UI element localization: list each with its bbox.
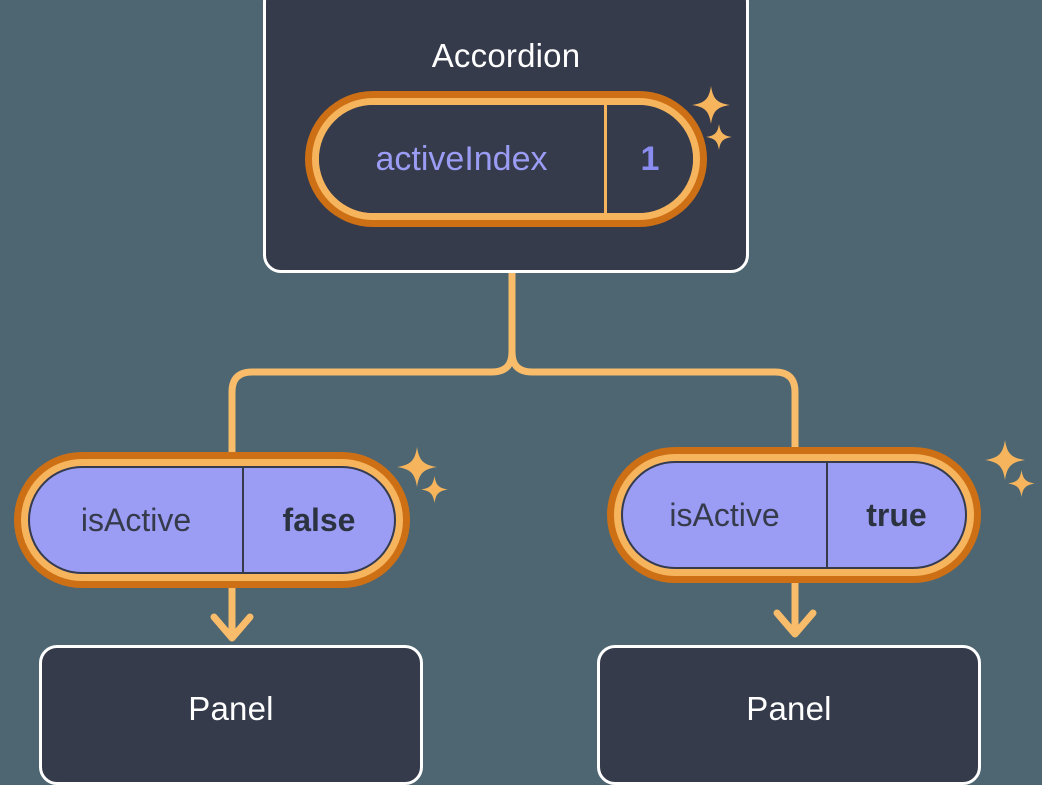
- state-key-is-active-left: isActive: [80, 501, 192, 538]
- state-value-is-active-left: false: [242, 468, 394, 572]
- sparkle-star-icon: [421, 476, 448, 503]
- state-pill-inner: isActive true: [621, 461, 967, 569]
- sparkle-star-icon: [1008, 470, 1035, 497]
- panel-component-card-right[interactable]: Panel: [597, 645, 981, 785]
- state-value-is-active-right: true: [826, 463, 965, 567]
- connector-branch-left: [228, 348, 516, 463]
- sparkle-star-icon: [985, 440, 1025, 480]
- panel-component-title-left: Panel: [188, 690, 274, 727]
- panel-component-card-left[interactable]: Panel: [39, 645, 423, 785]
- state-pill-active-index[interactable]: activeIndex 1: [312, 98, 700, 220]
- connector-arrow-left-head: [210, 613, 254, 642]
- state-key-is-active-right: isActive: [669, 496, 780, 533]
- state-value-active-index: 1: [640, 139, 660, 178]
- state-pill-is-active-true[interactable]: isActive true: [614, 454, 974, 576]
- state-pill-is-active-false[interactable]: isActive false: [21, 459, 403, 581]
- connector-arrow-right-head: [773, 609, 817, 638]
- panel-component-title-right: Panel: [746, 690, 832, 727]
- accordion-component-title: Accordion: [431, 37, 581, 74]
- connector-branch-right: [508, 348, 799, 460]
- state-pill-inner: isActive false: [28, 466, 396, 574]
- state-key-active-index: activeIndex: [319, 105, 607, 213]
- sparkle-star-icon: [397, 447, 437, 487]
- state-pill-inner: activeIndex 1: [319, 105, 693, 213]
